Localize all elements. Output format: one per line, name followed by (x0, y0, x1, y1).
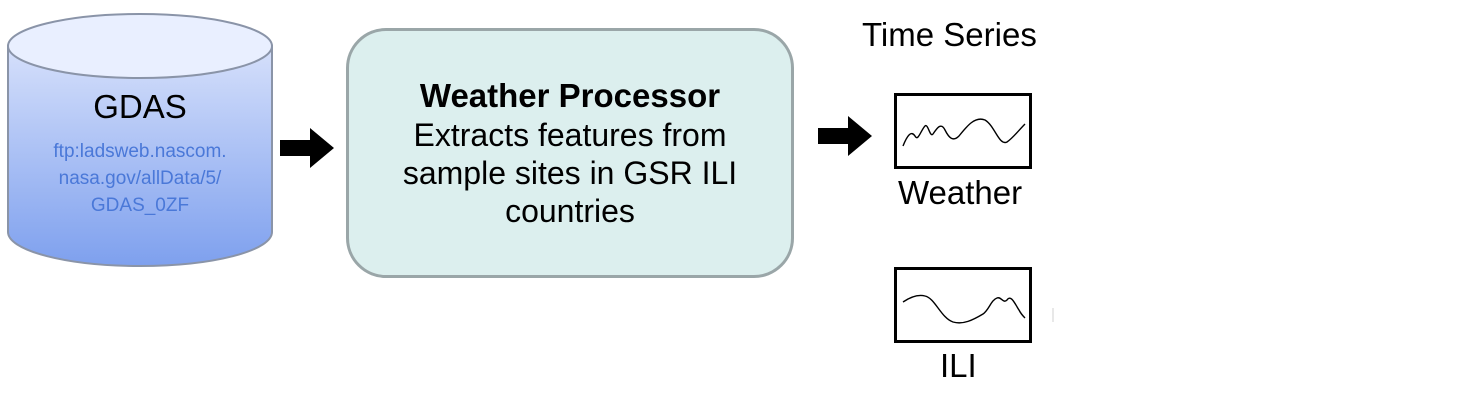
ili-label: ILI (940, 347, 977, 384)
right-arrow-icon (818, 116, 872, 156)
divider (1052, 308, 1054, 322)
gdas-database-icon (7, 13, 273, 267)
weather-waveform-icon (902, 118, 1026, 147)
database-url-line-2: nasa.gov/allData/5/ (58, 168, 222, 189)
processor-description-line-3: countries (505, 193, 635, 229)
processor-title: Weather Processor (419, 77, 721, 114)
ili-waveform-icon (902, 294, 1026, 324)
database-url-line-3: GDAS_0ZF (90, 195, 190, 216)
weather-time-series-thumbnail (894, 93, 1032, 169)
time-series-heading: Time Series (862, 16, 1037, 53)
weather-processor-box: Weather Processor Extracts features from… (346, 28, 794, 278)
database-title: GDAS (93, 88, 187, 125)
database-url-line-1: ftp:ladsweb.nascom. (53, 141, 227, 162)
weather-label: Weather (898, 174, 1023, 211)
right-arrow-icon (280, 128, 334, 168)
processor-description-line-2: sample sites in GSR ILI (402, 155, 738, 191)
processor-description-line-1: Extracts features from (413, 117, 727, 153)
ili-time-series-thumbnail (894, 267, 1032, 343)
